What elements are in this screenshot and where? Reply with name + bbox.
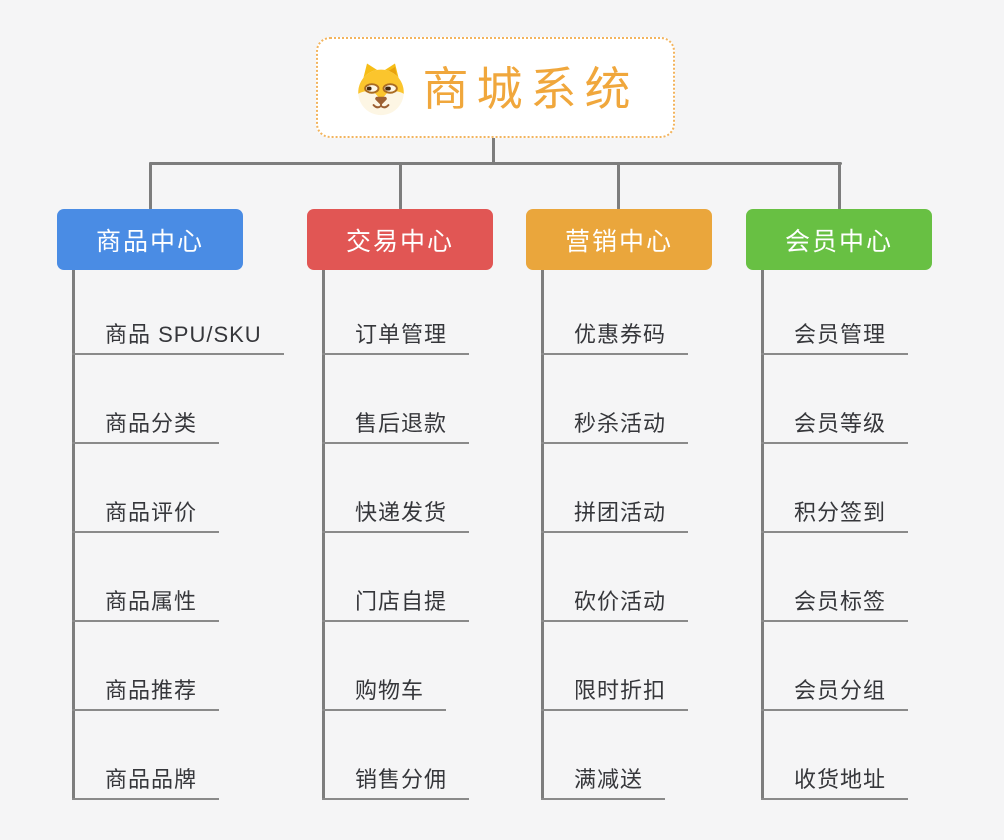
branch-topic-4[interactable]: 会员中心 (746, 209, 932, 270)
sub-topic[interactable]: 订单管理 (322, 317, 470, 355)
connector-bus (149, 162, 842, 165)
sub-topic[interactable]: 商品品牌 (72, 762, 220, 800)
doge-icon (357, 63, 404, 115)
sub-topic[interactable]: 会员等级 (761, 406, 909, 444)
connector-root-stem (492, 138, 495, 164)
sub-topic[interactable]: 积分签到 (761, 495, 909, 533)
branch-topic-label: 会员中心 (784, 227, 893, 256)
sub-topic[interactable]: 满减送 (541, 762, 666, 800)
sub-topic[interactable]: 快递发货 (322, 495, 470, 533)
branch-topic-label: 商品中心 (95, 227, 204, 256)
sub-topic[interactable]: 商品分类 (72, 406, 220, 444)
sub-topic[interactable]: 门店自提 (322, 584, 470, 622)
branch-topic-label: 营销中心 (564, 227, 673, 256)
connector-branch-2-spine (322, 270, 325, 800)
branch-topic-2[interactable]: 交易中心 (307, 209, 493, 270)
connector-drop-4 (838, 162, 841, 210)
connector-branch-3-spine (541, 270, 544, 800)
sub-topic[interactable]: 限时折扣 (541, 673, 689, 711)
branch-topic-3[interactable]: 营销中心 (526, 209, 712, 270)
sub-topic[interactable]: 销售分佣 (322, 762, 470, 800)
branch-topic-label: 交易中心 (345, 227, 454, 256)
sub-topic[interactable]: 拼团活动 (541, 495, 689, 533)
sub-topic[interactable]: 会员分组 (761, 673, 909, 711)
connector-drop-3 (617, 162, 620, 210)
sub-topic[interactable]: 商品评价 (72, 495, 220, 533)
sub-topic[interactable]: 会员标签 (761, 584, 909, 622)
sub-topic[interactable]: 优惠券码 (541, 317, 689, 355)
sub-topic[interactable]: 收货地址 (761, 762, 909, 800)
sub-topic[interactable]: 砍价活动 (541, 584, 689, 622)
sub-topic[interactable]: 售后退款 (322, 406, 470, 444)
root-topic[interactable]: 商城系统 (316, 37, 675, 138)
connector-drop-2 (399, 162, 402, 210)
sub-topic[interactable]: 商品 SPU/SKU (72, 317, 284, 355)
sub-topic[interactable]: 购物车 (322, 673, 447, 711)
connector-branch-1-spine (72, 270, 75, 800)
sub-topic[interactable]: 商品属性 (72, 584, 220, 622)
sub-topic[interactable]: 会员管理 (761, 317, 909, 355)
connector-branch-4-spine (761, 270, 764, 800)
root-topic-label: 商城系统 (422, 62, 639, 115)
sub-topic[interactable]: 商品推荐 (72, 673, 220, 711)
sub-topic[interactable]: 秒杀活动 (541, 406, 689, 444)
branch-topic-1[interactable]: 商品中心 (57, 209, 243, 270)
connector-drop-1 (149, 162, 152, 210)
